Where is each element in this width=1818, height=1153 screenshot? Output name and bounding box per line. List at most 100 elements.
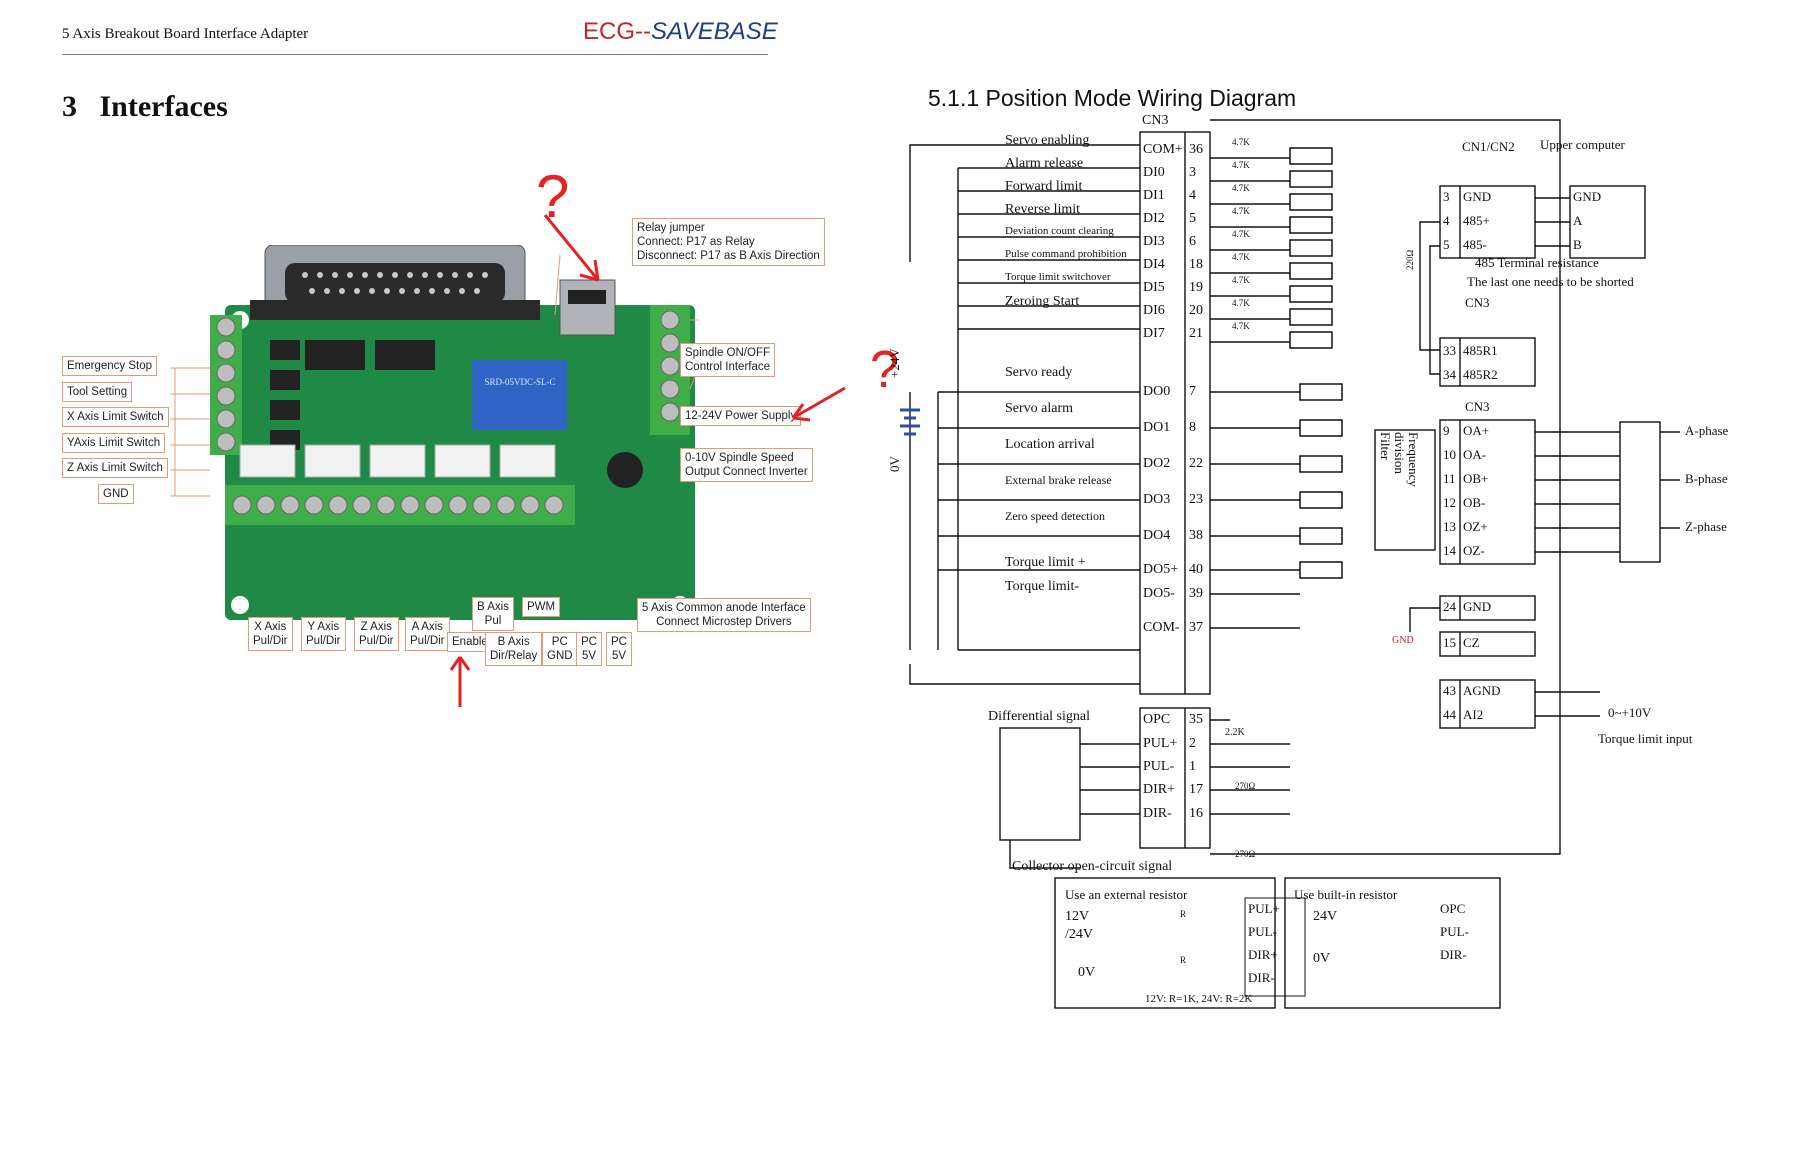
output-label: Torque limit + bbox=[1005, 555, 1086, 570]
host-signal: B bbox=[1573, 237, 1582, 252]
input-label: Pulse command prohibition bbox=[1005, 248, 1127, 260]
term-pin: 33 bbox=[1443, 343, 1456, 358]
rs485-signal: GND bbox=[1463, 189, 1492, 204]
pulse-pin: 16 bbox=[1189, 806, 1203, 821]
spindle-speed-line-1: 0-10V Spindle Speed bbox=[685, 452, 794, 464]
torque-input-label: Torque limit input bbox=[1598, 731, 1693, 746]
ext-pin: DIR+ bbox=[1248, 947, 1278, 962]
input-signal: DI0 bbox=[1143, 165, 1165, 180]
resistor-220-label: 220Ω bbox=[1405, 249, 1415, 270]
resistor-label: 4.7K bbox=[1232, 298, 1250, 308]
host-signal: A bbox=[1573, 213, 1583, 228]
phase-label: A-phase bbox=[1685, 423, 1729, 438]
b-axis-pul-line-2: Pul bbox=[484, 615, 502, 627]
spindle-onoff-line-1: Spindle ON/OFF bbox=[685, 347, 770, 359]
pc-gnd-line-2: GND bbox=[547, 650, 573, 662]
input-signal: DI7 bbox=[1143, 326, 1165, 341]
optocoupler-icon bbox=[1299, 455, 1343, 473]
usb-connector bbox=[559, 279, 616, 336]
term-signal: 485R2 bbox=[1463, 367, 1498, 382]
logo-part-1: ECG-- bbox=[583, 18, 651, 45]
red-arrow-up-icon bbox=[449, 656, 471, 707]
analog-signal: AGND bbox=[1463, 683, 1501, 698]
optocoupler-icon bbox=[1289, 262, 1333, 280]
ext-pin: PUL+ bbox=[1248, 901, 1280, 916]
encoder-signal: OA+ bbox=[1463, 423, 1490, 438]
analog-pin: 44 bbox=[1443, 707, 1456, 722]
a-axis-line-2: Pul/Dir bbox=[410, 635, 445, 647]
output-signal: COM- bbox=[1143, 620, 1180, 635]
output-pin: 40 bbox=[1189, 562, 1203, 577]
output-label: External brake release bbox=[1005, 473, 1112, 487]
relay-jumper-line-2: Connect: P17 as Relay bbox=[637, 236, 755, 248]
optocoupler-icon bbox=[1299, 527, 1343, 545]
label-y-limit: YAxis Limit Switch bbox=[62, 433, 166, 453]
int-v1: 24V bbox=[1313, 909, 1338, 924]
input-signal: DI4 bbox=[1143, 257, 1165, 272]
filter-label: division bbox=[1392, 432, 1407, 474]
input-pin: 18 bbox=[1189, 257, 1203, 272]
optocoupler-icon bbox=[1299, 419, 1343, 437]
resistor-label: 4.7K bbox=[1232, 275, 1250, 285]
header-connector bbox=[369, 444, 426, 478]
label-relay-jumper: Relay jumper Connect: P17 as Relay Disco… bbox=[632, 218, 825, 266]
label-power-supply: 12-24V Power Supply bbox=[680, 406, 802, 426]
input-label: Zeroing Start bbox=[1005, 294, 1080, 309]
pulse-pin: 2 bbox=[1189, 736, 1196, 751]
terminal-note-1: 485 Terminal resistance bbox=[1475, 255, 1599, 270]
host-signal: GND bbox=[1573, 189, 1602, 204]
optocoupler-icon bbox=[1299, 383, 1343, 401]
encoder-pin: 9 bbox=[1443, 423, 1450, 438]
pulse-signal: PUL+ bbox=[1143, 736, 1178, 751]
relay-jumper-line-1: Relay jumper bbox=[637, 222, 705, 234]
rs485-pin: 3 bbox=[1443, 189, 1450, 204]
pc-5v-1-line-1: PC bbox=[581, 636, 597, 648]
resistor-label: 4.7K bbox=[1232, 206, 1250, 216]
int-pin: DIR- bbox=[1440, 947, 1467, 962]
pulse-pin: 1 bbox=[1189, 759, 1196, 774]
output-signal: DO2 bbox=[1143, 456, 1171, 471]
input-pin: 4 bbox=[1189, 188, 1196, 203]
pulse-pin: 35 bbox=[1189, 712, 1203, 727]
svg-text:SRD-05VDC-SL-C: SRD-05VDC-SL-C bbox=[484, 377, 555, 387]
input-label: Deviation count clearing bbox=[1005, 225, 1114, 237]
a-axis-line-1: A Axis bbox=[411, 621, 443, 633]
resistor-label: 4.7K bbox=[1232, 252, 1250, 262]
spindle-onoff-line-2: Control Interface bbox=[685, 361, 771, 373]
encoder-signal: OB- bbox=[1463, 495, 1486, 510]
output-pin: 8 bbox=[1189, 420, 1196, 435]
output-label: Location arrival bbox=[1005, 437, 1095, 452]
input-pin: 36 bbox=[1189, 142, 1203, 157]
label-spindle-speed: 0-10V Spindle Speed Output Connect Inver… bbox=[680, 448, 813, 482]
rs485-pin: 4 bbox=[1443, 213, 1450, 228]
ext-pin: DIR- bbox=[1248, 970, 1275, 985]
mount-hole bbox=[231, 596, 249, 614]
phase-label: B-phase bbox=[1685, 471, 1728, 486]
relay-jumper-line-3: Disconnect: P17 as B Axis Direction bbox=[637, 250, 820, 262]
optocoupler-icon bbox=[1299, 491, 1343, 509]
input-signal: DI6 bbox=[1143, 303, 1165, 318]
int-resistor-title: Use built-in resistor bbox=[1294, 887, 1398, 902]
cn3-label: CN3 bbox=[1142, 113, 1169, 128]
ext-resistor-title: Use an external resistor bbox=[1065, 887, 1188, 902]
resistor-label: 4.7K bbox=[1232, 183, 1250, 193]
header-connector bbox=[434, 444, 491, 478]
optocoupler-icon bbox=[1289, 216, 1333, 234]
term-signal: 485R1 bbox=[1463, 343, 1498, 358]
encoder-pin: 12 bbox=[1443, 495, 1456, 510]
z-axis-line-1: Z Axis bbox=[360, 621, 392, 633]
output-pin: 23 bbox=[1189, 492, 1203, 507]
analog-range-label: 0~+10V bbox=[1608, 705, 1652, 720]
optocoupler-icon bbox=[1299, 561, 1343, 579]
rs485-signal: 485- bbox=[1463, 237, 1487, 252]
encoder-pin: 14 bbox=[1443, 543, 1456, 558]
input-pin: 21 bbox=[1189, 326, 1203, 341]
int-pin: PUL- bbox=[1440, 924, 1469, 939]
optocoupler-icon bbox=[1289, 193, 1333, 211]
ext-v2: /24V bbox=[1065, 927, 1093, 942]
label-z-limit: Z Axis Limit Switch bbox=[62, 458, 168, 478]
output-label: Servo alarm bbox=[1005, 401, 1074, 416]
